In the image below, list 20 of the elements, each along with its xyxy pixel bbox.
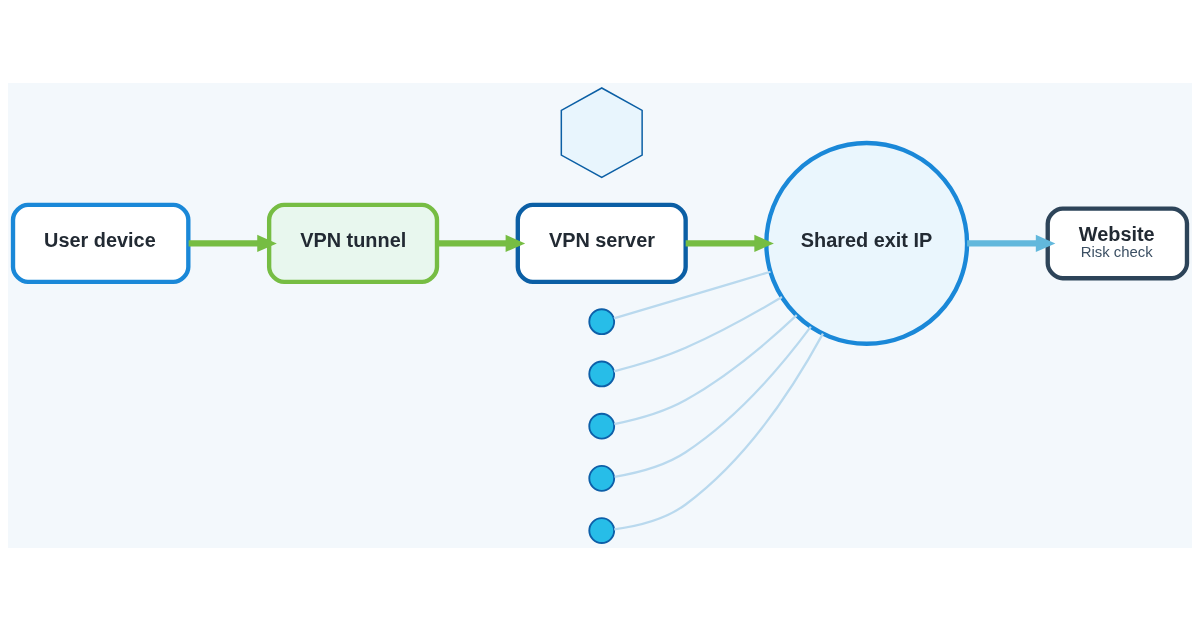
connector bbox=[613, 270, 771, 320]
connector bbox=[614, 313, 798, 425]
node-box: User device bbox=[10, 202, 191, 284]
node-box: VPN tunnel bbox=[266, 202, 440, 284]
node-box: Website Risk check bbox=[1045, 205, 1190, 280]
node-circle bbox=[588, 307, 616, 335]
node-box: VPN server bbox=[515, 202, 688, 284]
node-circle bbox=[588, 464, 616, 492]
node-circle bbox=[588, 360, 616, 387]
arrow bbox=[437, 234, 526, 252]
arrow bbox=[967, 234, 1056, 252]
arrow bbox=[188, 234, 277, 252]
connector bbox=[613, 295, 783, 372]
node-circle bbox=[588, 516, 616, 544]
connector bbox=[614, 325, 812, 478]
node-circle bbox=[588, 412, 616, 439]
connector bbox=[614, 332, 824, 530]
arrow bbox=[685, 234, 774, 252]
node-shield bbox=[560, 86, 643, 178]
node-circle: Shared exit IP bbox=[764, 140, 970, 346]
